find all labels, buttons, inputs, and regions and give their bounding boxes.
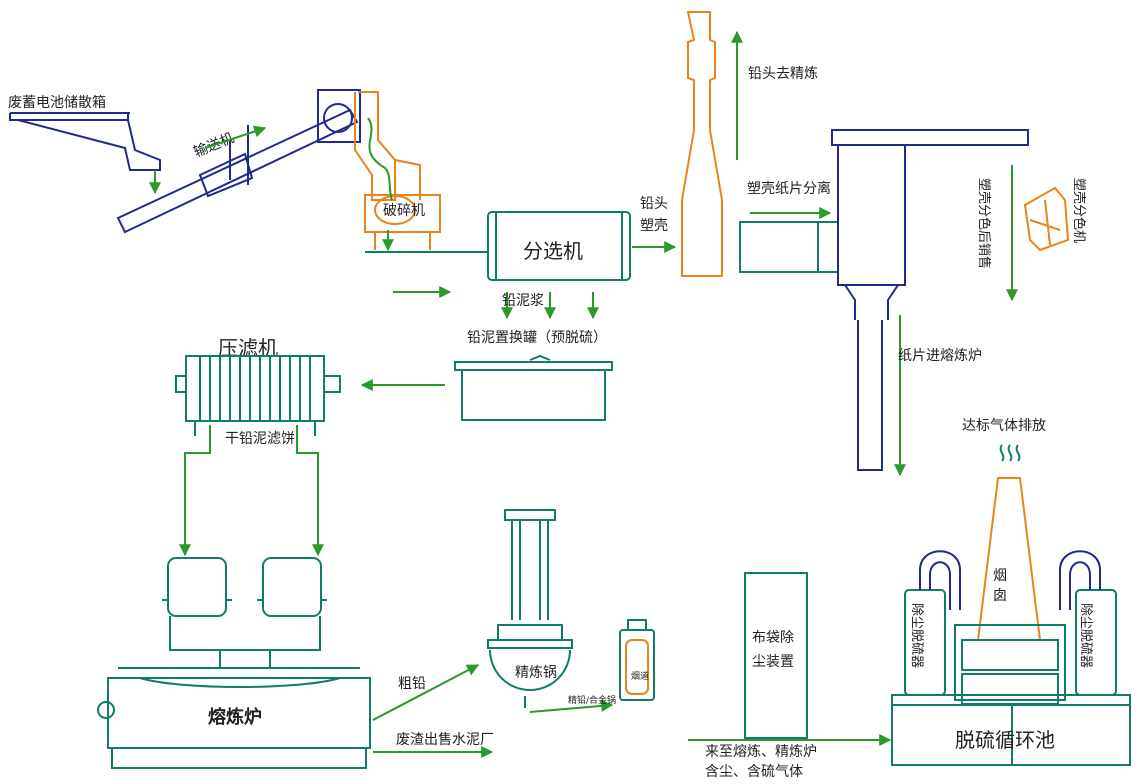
- battery-storage-box: [9, 112, 161, 171]
- crude-lead-arrow: [372, 664, 480, 721]
- desulf-pool-label: 脱硫循环池: [955, 728, 1055, 752]
- color-sort-sale-label: 塑壳分色后销售: [976, 178, 992, 269]
- lead-tank-label: 铅泥置换罐（预脱硫）: [467, 329, 607, 346]
- slag-label: 废渣出售水泥厂: [396, 732, 494, 748]
- color-sorter-machine: [1023, 186, 1070, 252]
- pump-station: [954, 624, 1066, 705]
- baghouse-label-2: 尘装置: [752, 654, 794, 670]
- plastic-paper-label: 塑壳纸片分离: [747, 180, 831, 197]
- emission-wave-icon: [999, 444, 1021, 462]
- smelter-label: 熔炼炉: [208, 706, 262, 728]
- crusher-equipment: [354, 91, 441, 250]
- refined-alloy-label: 精铅/合金锅: [568, 694, 616, 706]
- separation-tank: [739, 221, 839, 273]
- filter-press: [175, 355, 341, 436]
- separation-tower: [831, 129, 1029, 471]
- baghouse-dust-collector: [744, 572, 808, 739]
- desulf-left-label: 除尘脱硫器: [909, 603, 924, 668]
- gas-label-1: 来至熔炼、精炼炉: [705, 744, 817, 760]
- storage-box-label: 废蓄电池储散箱: [8, 95, 106, 111]
- lead-refine-label: 铅头去精炼: [748, 66, 818, 82]
- emission-label: 达标气体排放: [962, 418, 1046, 434]
- separator-label: 分选机: [523, 239, 583, 263]
- flue-label: 烟道: [631, 670, 649, 682]
- chimney-label-2: 囱: [993, 588, 1007, 604]
- lead-exchange-tank: [454, 354, 613, 421]
- conveyor-flow-arrow: [204, 125, 267, 149]
- crusher-internal-flow: [367, 117, 393, 201]
- lead-slurry-label: 铅泥浆: [502, 293, 544, 309]
- chimney-stack: [976, 477, 1042, 641]
- crude-lead-label: 粗铅: [398, 676, 426, 692]
- baghouse-label-1: 布袋除: [752, 630, 794, 646]
- cake-left-flow: [179, 425, 211, 557]
- crusher-label: 破碎机: [383, 203, 425, 219]
- desulfurization-pool: [891, 694, 1131, 766]
- separator-machine: [487, 211, 631, 281]
- gas-label-2: 含尘、含硫气体: [705, 764, 803, 780]
- color-sorter-label: 塑壳分色机: [1071, 178, 1087, 243]
- cake-right-flow: [296, 425, 324, 557]
- plastic-separation-column: [681, 11, 723, 277]
- refined-lead-arrow: [529, 699, 614, 713]
- lead-plastic-label-1: 铅头: [640, 196, 668, 212]
- refining-pot: [487, 509, 573, 708]
- conveyor-equipment: [116, 89, 361, 234]
- chimney-label-1: 烟: [993, 568, 1007, 584]
- flue-box: [619, 619, 655, 701]
- smelting-furnace: [97, 557, 371, 769]
- paper-furnace-label: 纸片进熔炼炉: [898, 348, 982, 364]
- lead-plastic-label-2: 塑壳: [640, 217, 668, 234]
- refine-pot-label: 精炼锅: [515, 665, 557, 681]
- dry-cake-label: 干铅泥滤饼: [225, 431, 295, 447]
- desulf-right-label: 除尘脱硫器: [1078, 603, 1093, 668]
